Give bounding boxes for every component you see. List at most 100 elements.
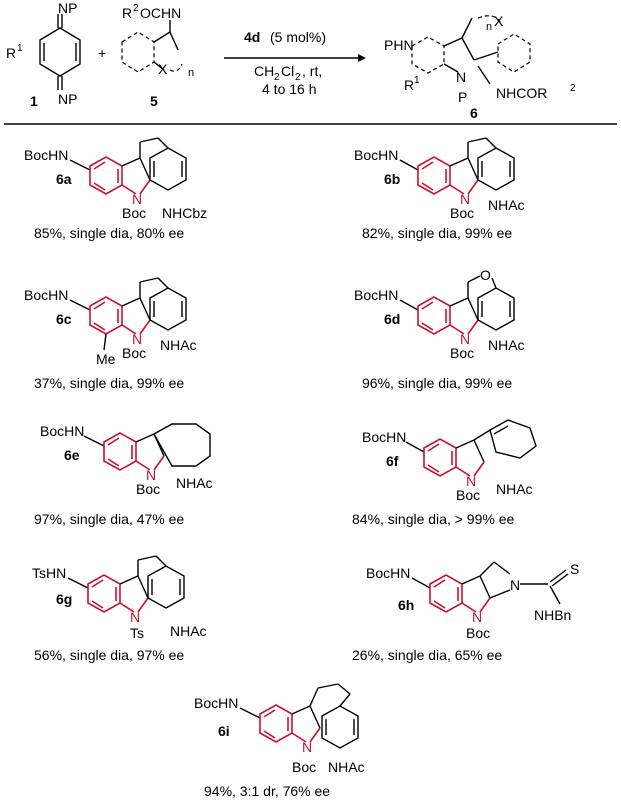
compound-6g-amide: NHAc <box>170 623 207 639</box>
compound-6h-top: BocHN <box>366 565 410 581</box>
compound-6a-caption: 85%, single dia, 80% ee <box>34 225 184 241</box>
solvent-tail: , rt, <box>302 63 322 79</box>
reaction-arrow: 4d (5 mol%) CH 2 Cl 2 , rt, 4 to 16 h <box>224 29 366 97</box>
compound-6e-caption: 97%, single dia, 47% ee <box>34 511 184 527</box>
compound-6c: BocHN 6c N Boc NHAc Me 37%, single dia, … <box>24 277 197 391</box>
reactant-5-number: 5 <box>150 93 158 109</box>
compound-6h-boc: Boc <box>466 625 490 641</box>
solvent-sub2: 2 <box>295 72 301 83</box>
compound-6c-me: Me <box>96 351 116 367</box>
x-label: X <box>158 61 168 77</box>
compound-6c-caption: 37%, single dia, 99% ee <box>34 375 184 391</box>
solvent-cl: Cl <box>281 63 294 79</box>
product-n-sub: n <box>486 21 492 33</box>
product-p: P <box>458 89 467 105</box>
solvent-ch: CH <box>254 63 274 79</box>
product-6: PHN R 1 N P X n NHCOR 2 6 <box>384 13 576 121</box>
compound-6b-boc: Boc <box>450 205 474 221</box>
compound-6f-top: BocHN <box>362 429 406 445</box>
compound-6h-id: 6h <box>398 597 414 613</box>
compound-6c-id: 6c <box>56 311 72 327</box>
reactant-1-number: 1 <box>30 93 38 109</box>
compound-6b-amide: NHAc <box>488 197 525 213</box>
catalyst-label: 4d <box>244 29 260 45</box>
compound-6c-boc: Boc <box>122 345 146 361</box>
compound-6a-id: 6a <box>56 171 72 187</box>
compound-6d-caption: 96%, single dia, 99% ee <box>362 375 512 391</box>
compound-6a-top: BocHN <box>24 147 68 163</box>
compound-6h-s: S <box>570 561 579 577</box>
np-bottom-label: NP <box>58 91 77 107</box>
product-sup2: 2 <box>570 83 576 94</box>
plus-sign: + <box>98 45 106 61</box>
product-nhcor: NHCOR <box>496 85 547 101</box>
compound-6i-amide: NHAc <box>328 759 365 775</box>
compound-6h-amide: NHBn <box>534 607 571 623</box>
compound-6h-caption: 26%, single dia, 65% ee <box>352 647 502 663</box>
compound-6c-n: N <box>132 331 142 347</box>
compound-6i-id: 6i <box>218 723 230 739</box>
compound-6g: TsHN 6g N Ts NHAc 56%, single dia, 97% e… <box>32 555 207 663</box>
compound-6i-n: N <box>302 739 312 755</box>
compound-6e-top: BocHN <box>40 423 84 439</box>
compound-6g-ts: Ts <box>130 625 144 641</box>
reactant-1: NP NP R 1 1 <box>6 0 81 109</box>
compound-6a: BocHN 6a N Boc NHCbz 85%, single dia, 80… <box>24 137 207 241</box>
compound-6e-amide: NHAc <box>176 475 213 491</box>
compound-6d-id: 6d <box>384 311 400 327</box>
compound-6f-caption: 84%, single dia, > 99% ee <box>352 511 514 527</box>
compound-6i-top: BocHN <box>194 695 238 711</box>
compound-6i: BocHN 6i N Boc NHAc 94%, 3:1 dr, 76% ee <box>194 683 365 799</box>
compound-6c-amide: NHAc <box>160 337 197 353</box>
compound-6d-o: O <box>480 267 491 283</box>
compound-6b-n: N <box>460 191 470 207</box>
product-r1-sup: 1 <box>414 75 420 86</box>
compound-6d: BocHN O 6d N Boc NHAc 96%, single dia, 9… <box>354 267 525 391</box>
product-n: N <box>456 69 466 85</box>
time-label: 4 to 16 h <box>262 81 317 97</box>
compound-6d-boc: Boc <box>450 345 474 361</box>
reactant-5: R 2 OCHN X n 5 <box>121 3 194 109</box>
n-label: n <box>188 67 194 79</box>
product-number: 6 <box>470 105 478 121</box>
compound-6a-amide: NHCbz <box>162 205 207 221</box>
r2-sup: 2 <box>133 3 139 14</box>
r1-label: R <box>6 45 16 61</box>
compound-6d-n: N <box>460 331 470 347</box>
compound-6b-id: 6b <box>384 171 400 187</box>
compound-6d-top: BocHN <box>354 287 398 303</box>
compound-6g-id: 6g <box>56 591 72 607</box>
product-x: X <box>494 13 504 29</box>
compound-6e: BocHN 6e N Boc NHAc 97%, single dia, 47%… <box>34 423 213 527</box>
compound-6f-boc: Boc <box>456 487 480 503</box>
solvent-sub1: 2 <box>274 72 280 83</box>
compound-6b: BocHN 6b N Boc NHAc 82%, single dia, 99%… <box>354 137 525 241</box>
compound-6a-boc: Boc <box>122 205 146 221</box>
phn-label: PHN <box>384 37 414 53</box>
np-top-label: NP <box>58 0 77 16</box>
compound-6g-top: TsHN <box>32 565 66 581</box>
compound-6e-id: 6e <box>64 447 80 463</box>
catalyst-load: (5 mol%) <box>270 29 326 45</box>
r2-label: R <box>122 5 132 21</box>
compound-6i-caption: 94%, 3:1 dr, 76% ee <box>204 783 330 799</box>
product-r1: R <box>404 77 414 93</box>
compound-6d-amide: NHAc <box>488 337 525 353</box>
compound-6f-id: 6f <box>386 453 399 469</box>
compound-6b-top: BocHN <box>354 147 398 163</box>
compound-6f-n: N <box>466 473 476 489</box>
ocn-label: OCHN <box>140 5 181 21</box>
compound-6g-n: N <box>130 609 140 625</box>
compound-6b-caption: 82%, single dia, 99% ee <box>362 225 512 241</box>
compound-6h: BocHN N S 6h N Boc NHBn 26%, single dia,… <box>352 561 579 663</box>
compound-6f-amide: NHAc <box>496 481 533 497</box>
compound-6h-n2: N <box>510 577 520 593</box>
compound-6h-n: N <box>472 609 482 625</box>
compound-6e-boc: Boc <box>136 481 160 497</box>
compound-6i-boc: Boc <box>292 759 316 775</box>
compound-6f: BocHN 6f N Boc NHAc 84%, single dia, > 9… <box>352 419 537 527</box>
compound-6c-top: BocHN <box>24 287 68 303</box>
compound-6a-n: N <box>132 191 142 207</box>
r1-sup: 1 <box>17 43 23 54</box>
